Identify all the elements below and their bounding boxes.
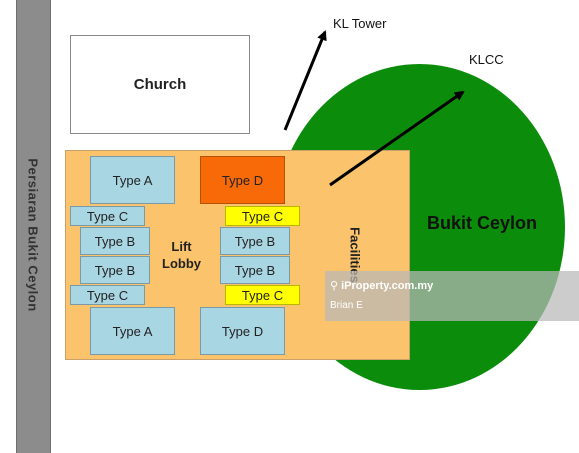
unit-left-type-b-1: Type B — [80, 227, 150, 255]
bukit-ceylon-label: Bukit Ceylon — [427, 213, 538, 233]
klcc-label: KLCC — [469, 52, 504, 67]
watermark-overlay: ⚲ iProperty.com.my Brian E — [325, 271, 579, 321]
watermark-brand: ⚲ iProperty.com.my — [330, 279, 433, 292]
kl-tower-label: KL Tower — [333, 16, 387, 31]
klcc-arrow — [329, 90, 465, 187]
unit-right-bottom-type-d: Type D — [200, 307, 285, 355]
lift-lobby-line1: Lift — [171, 239, 192, 254]
unit-left-top-type-a: Type A — [90, 156, 175, 204]
unit-right-type-b-1: Type B — [220, 227, 290, 255]
unit-right-type-c-1: Type C — [225, 206, 300, 226]
unit-left-type-c-1: Type C — [70, 206, 145, 226]
unit-right-type-b-2: Type B — [220, 256, 290, 284]
unit-right-top-type-d: Type D — [200, 156, 285, 204]
unit-left-type-c-2: Type C — [70, 285, 145, 305]
unit-right-type-c-2: Type C — [225, 285, 300, 305]
unit-left-type-b-2: Type B — [80, 256, 150, 284]
watermark-brand-text: iProperty.com.my — [341, 280, 434, 292]
watermark-agent: Brian E — [330, 300, 363, 311]
church-box: Church — [70, 35, 250, 134]
location-pin-icon: ⚲ — [330, 280, 339, 292]
lift-lobby-line2: Lobby — [162, 256, 201, 271]
road-strip — [16, 0, 51, 453]
kl-tower-arrow — [283, 30, 327, 131]
unit-left-bottom-type-a: Type A — [90, 307, 175, 355]
lift-lobby-label: Lift Lobby — [162, 238, 201, 272]
